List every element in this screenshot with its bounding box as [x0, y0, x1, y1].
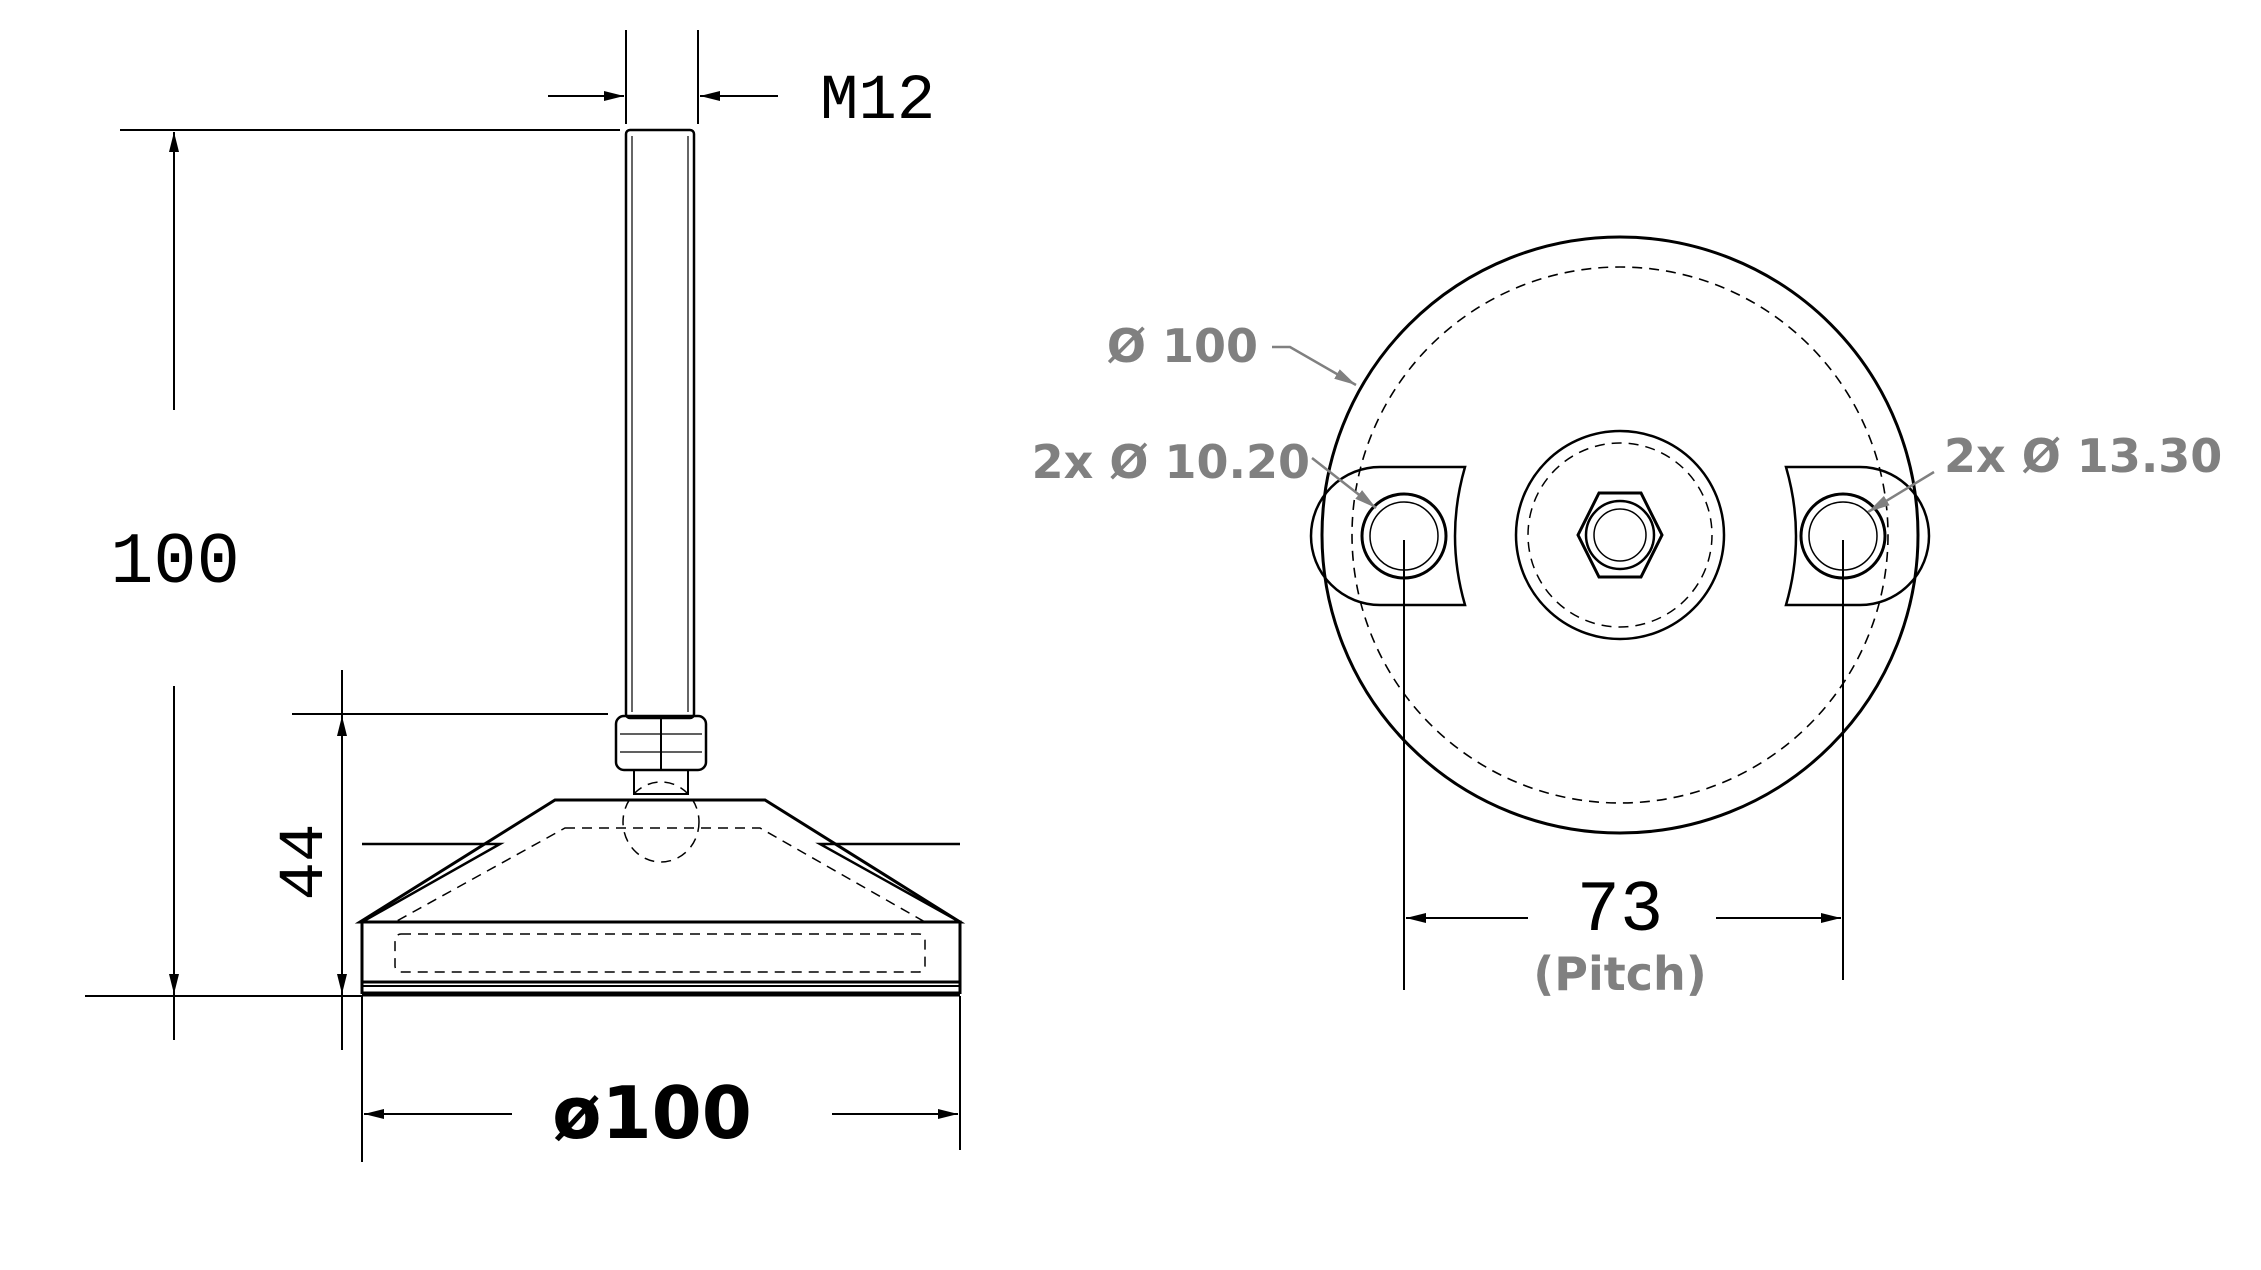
left-hole-label: 2x Ø 10.20: [1032, 435, 1310, 489]
pitch-caption: (Pitch): [1533, 947, 1707, 1001]
left-mounting-lug: [1309, 465, 1467, 607]
left-hole-leader: [1311, 457, 1377, 509]
base-outer-circle: [1320, 235, 1920, 835]
base-height-label: 44: [270, 824, 342, 901]
height-dimension: [85, 129, 620, 1040]
outer-diameter-leader: [1272, 345, 1357, 387]
ball-joint-hidden: [622, 781, 700, 863]
base-diameter-dimension: [361, 996, 961, 1162]
thread-dimension: [548, 30, 778, 124]
right-hole-label: 2x Ø 13.30: [1944, 429, 2222, 483]
threaded-stem: [624, 128, 696, 720]
pitch-value-label: 73: [1577, 870, 1663, 952]
central-boss: [1514, 429, 1726, 641]
base-inner-hidden-circle: [1351, 266, 1889, 804]
top-view: 73 (Pitch) Ø 100 2x Ø 10.20 2x Ø 13.30: [1032, 235, 2222, 1001]
base-height-dimension: [292, 670, 608, 1050]
base-diameter-label: ø100: [552, 1071, 752, 1155]
outer-diameter-label: Ø 100: [1107, 319, 1258, 373]
base-body: [354, 798, 966, 997]
pitch-dimension: [1403, 540, 1844, 990]
stem-hex-nut: [614, 714, 708, 795]
right-hole-leader: [1867, 470, 1935, 514]
side-view: M12 100 44 ø100: [85, 30, 966, 1162]
thread-label: M12: [820, 66, 935, 138]
height-label: 100: [110, 522, 240, 604]
